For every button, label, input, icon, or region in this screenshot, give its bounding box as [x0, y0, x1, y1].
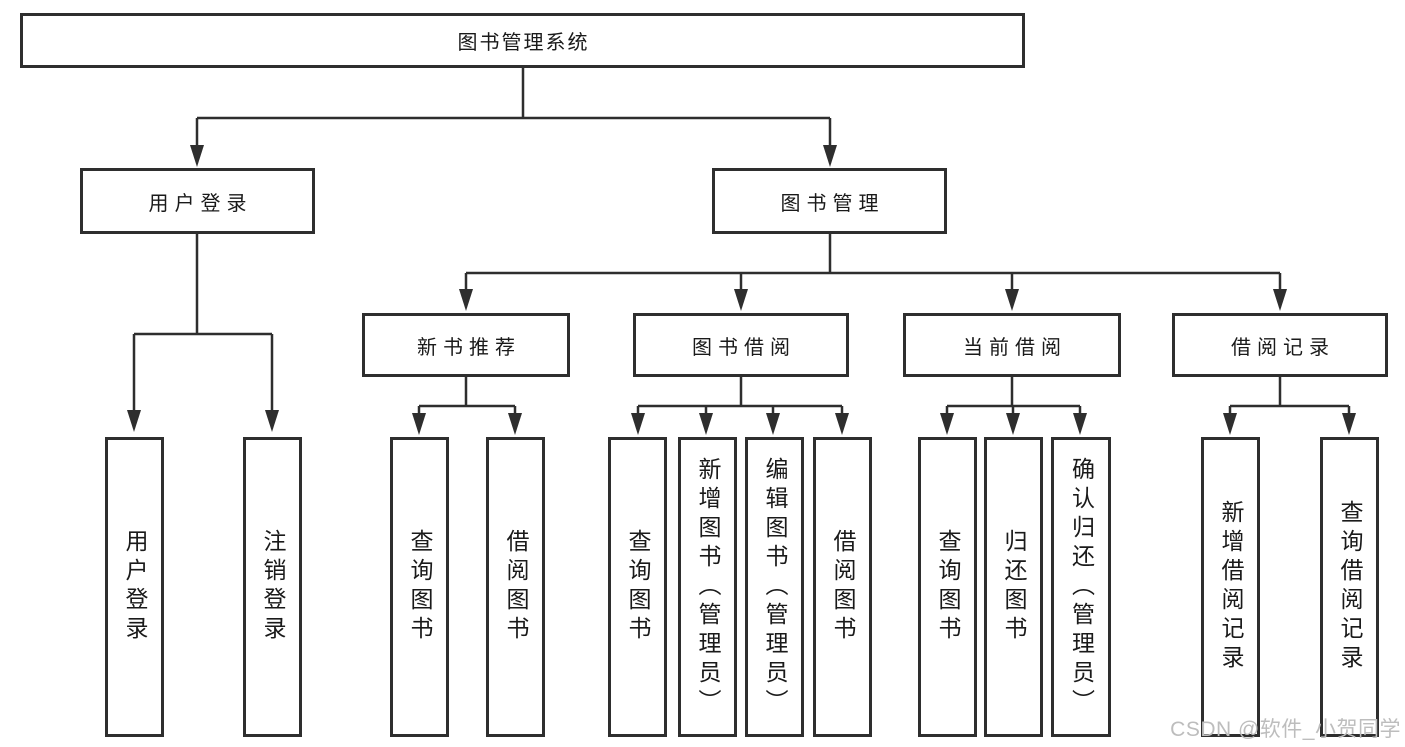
- leaf-add-borrow-record: 新增借阅记录: [1201, 437, 1260, 737]
- leaf-query-books-2: 查询图书: [608, 437, 667, 737]
- node-book-management: 图书管理: [712, 168, 947, 234]
- node-root-system: 图书管理系统: [20, 13, 1025, 68]
- leaf-edit-books-admin: 编辑图书（管理员）: [745, 437, 804, 737]
- leaf-query-books-1: 查询图书: [390, 437, 449, 737]
- leaf-return-books: 归还图书: [984, 437, 1043, 737]
- node-new-book-recommendation: 新书推荐: [362, 313, 570, 377]
- leaf-query-borrow-record: 查询借阅记录: [1320, 437, 1379, 737]
- node-user-login: 用户登录: [80, 168, 315, 234]
- csdn-watermark: CSDN @软件_小贺同学: [1170, 718, 1401, 741]
- node-current-borrowing: 当前借阅: [903, 313, 1121, 377]
- node-book-borrowing: 图书借阅: [633, 313, 849, 377]
- node-borrowing-records: 借阅记录: [1172, 313, 1388, 377]
- connector-arrows: [127, 118, 1356, 435]
- leaf-add-books-admin: 新增图书（管理员）: [678, 437, 737, 737]
- leaf-query-books-3: 查询图书: [918, 437, 977, 737]
- leaf-user-login: 用户登录: [105, 437, 164, 737]
- leaf-borrow-books-2: 借阅图书: [813, 437, 872, 737]
- leaf-logout: 注销登录: [243, 437, 302, 737]
- connector-trunk-lines: [134, 68, 1349, 408]
- leaf-borrow-books-1: 借阅图书: [486, 437, 545, 737]
- leaf-confirm-return-admin: 确认归还（管理员）: [1051, 437, 1111, 737]
